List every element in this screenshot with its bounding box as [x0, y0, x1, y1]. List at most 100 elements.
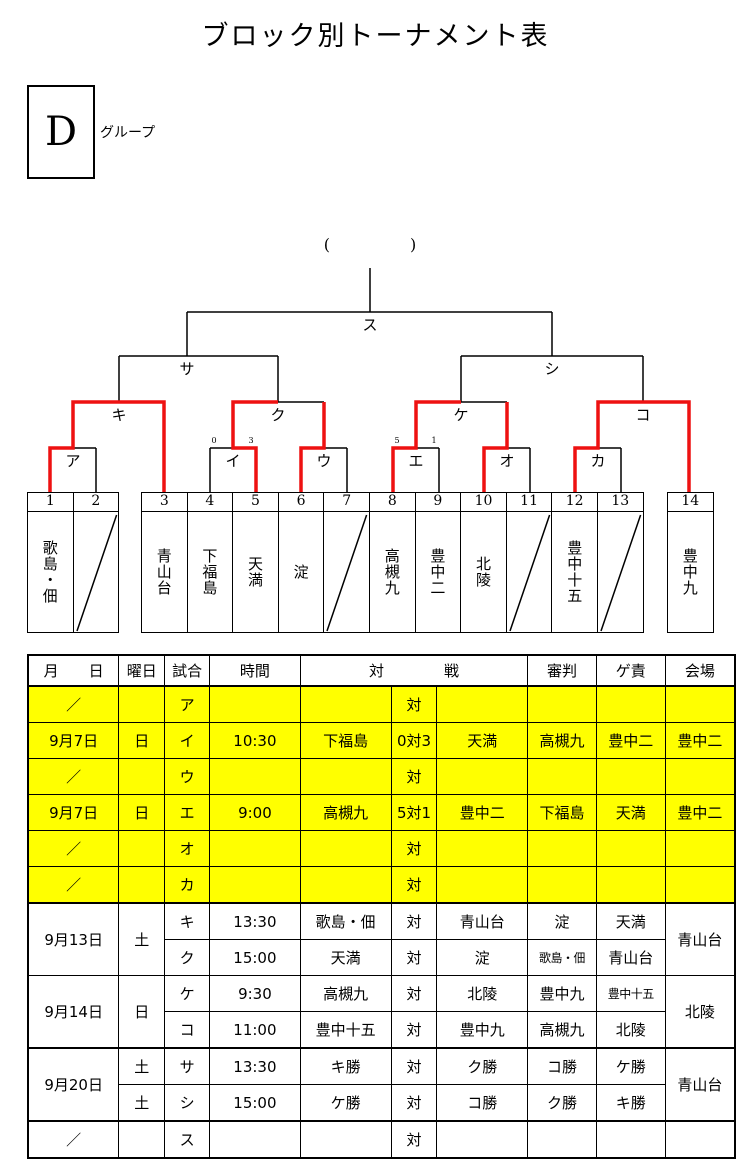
cell-time: 15:00: [209, 939, 301, 976]
table-row: ／ オ 対: [27, 830, 736, 867]
cell-match: エ: [164, 794, 211, 831]
team-number: 8: [369, 492, 416, 511]
team-name-cell: [597, 511, 644, 633]
cell-scorer: キ勝: [595, 1084, 666, 1122]
cell-score: 対: [390, 1084, 438, 1122]
cell-away: 淀: [436, 939, 529, 976]
cell-home: [299, 866, 392, 904]
final-label: ( ): [324, 235, 417, 254]
cell-venue: 青山台: [664, 902, 736, 976]
cell-date: 9月13日: [27, 902, 120, 976]
team-name-cell: [72, 511, 120, 633]
cell-match: ク: [164, 939, 211, 976]
team-name-cell: [505, 511, 553, 633]
cell-weekday: 日: [118, 975, 166, 1049]
cell-score: 対: [390, 975, 438, 1012]
table-row: ／ ス 対: [27, 1120, 736, 1159]
node-ko: コ: [635, 406, 650, 424]
node-a: ア: [65, 452, 80, 470]
team-number: 14: [667, 492, 714, 511]
cell-referee: [527, 685, 597, 723]
cell-away: 天満: [436, 722, 529, 759]
cell-home: [299, 1120, 392, 1159]
cell-time: 10:30: [209, 722, 301, 759]
cell-venue: [664, 1120, 736, 1159]
header-scorer: ゲ責: [595, 654, 666, 687]
score-e-left: 5: [394, 436, 399, 445]
cell-scorer: 青山台: [595, 939, 666, 976]
table-row: ／ ウ 対: [27, 758, 736, 795]
cell-match: サ: [164, 1047, 211, 1085]
cell-venue: 豊中二: [664, 722, 736, 759]
cell-home: [299, 685, 392, 723]
cell-scorer: [595, 866, 666, 904]
team-number: 5: [232, 492, 279, 511]
cell-weekday: [118, 1120, 166, 1159]
cell-time: 9:00: [209, 794, 301, 831]
cell-match: コ: [164, 1011, 211, 1049]
cell-away: コ勝: [436, 1084, 529, 1122]
cell-score: 対: [390, 939, 438, 976]
table-row: ／ ア 対: [27, 685, 736, 723]
cell-score: 対: [390, 758, 438, 795]
cell-time: [209, 758, 301, 795]
cell-time: 15:00: [209, 1084, 301, 1122]
cell-home: ケ勝: [299, 1084, 392, 1122]
cell-home: 高槻九: [299, 975, 392, 1012]
cell-weekday: 土: [118, 1047, 166, 1085]
team-name-cell: 豊中九: [667, 511, 714, 633]
team-number: 3: [141, 492, 188, 511]
cell-home: 豊中十五: [299, 1011, 392, 1049]
cell-home: [299, 758, 392, 795]
header-versus: 対 戦: [299, 654, 529, 687]
cell-match: キ: [164, 902, 211, 940]
cell-score: 0対3: [390, 722, 438, 759]
header-weekday: 曜日: [118, 654, 166, 687]
team-name-cell: 青山台: [141, 511, 188, 633]
cell-scorer: 豊中十五: [595, 975, 666, 1012]
table-row: 9月7日 日 イ 10:30 下福島 0対3 天満 高槻九 豊中二 豊中二: [27, 722, 736, 759]
cell-match: シ: [164, 1084, 211, 1122]
cell-score: 対: [390, 866, 438, 904]
header-match: 試合: [164, 654, 211, 687]
cell-referee: [527, 758, 597, 795]
cell-away: [436, 685, 529, 723]
cell-scorer: [595, 685, 666, 723]
cell-weekday: [118, 758, 166, 795]
cell-scorer: [595, 758, 666, 795]
node-u: ウ: [316, 452, 331, 470]
cell-weekday: 日: [118, 722, 166, 759]
cell-venue: 北陵: [664, 975, 736, 1049]
cell-time: 9:30: [209, 975, 301, 1012]
cell-score: 対: [390, 1011, 438, 1049]
cell-referee: [527, 1120, 597, 1159]
cell-date: ／: [27, 1120, 120, 1159]
score-i-right: 3: [248, 436, 253, 445]
cell-referee: [527, 830, 597, 867]
cell-date: 9月20日: [27, 1047, 120, 1122]
team-name-cell: [323, 511, 370, 633]
node-e: エ: [408, 452, 423, 470]
page-title: ブロック別トーナメント表: [201, 21, 550, 52]
cell-away: 青山台: [436, 902, 529, 940]
team-number: 2: [72, 492, 120, 511]
team-number: 10: [460, 492, 507, 511]
cell-time: [209, 1120, 301, 1159]
schedule-table: 月 日 曜日 試合 時間 対 戦 審判 ゲ責 会場 ／ ア 対 9月7日 日 イ…: [27, 654, 736, 1159]
cell-referee: 高槻九: [527, 1011, 597, 1049]
cell-away: [436, 866, 529, 904]
tournament-bracket: ( ) ス サ シ キ ク ケ コ ア イ ウ エ オ カ 0 3 5 1: [48, 235, 691, 492]
cell-score: 5対1: [390, 794, 438, 831]
team-number: 7: [323, 492, 370, 511]
table-row: 9月20日 土 サ 13:30 キ勝 対 ク勝 コ勝 ケ勝 青山台: [27, 1047, 736, 1122]
cell-date: 9月7日: [27, 794, 120, 831]
cell-scorer: ケ勝: [595, 1047, 666, 1085]
cell-weekday: [118, 866, 166, 904]
cell-referee: 豊中九: [527, 975, 597, 1012]
cell-referee: ク勝: [527, 1084, 597, 1122]
cell-weekday: 日: [118, 794, 166, 831]
team-name-cell: 高槻九: [369, 511, 416, 633]
cell-match: イ: [164, 722, 211, 759]
team-number: 11: [505, 492, 553, 511]
header-time: 時間: [209, 654, 301, 687]
